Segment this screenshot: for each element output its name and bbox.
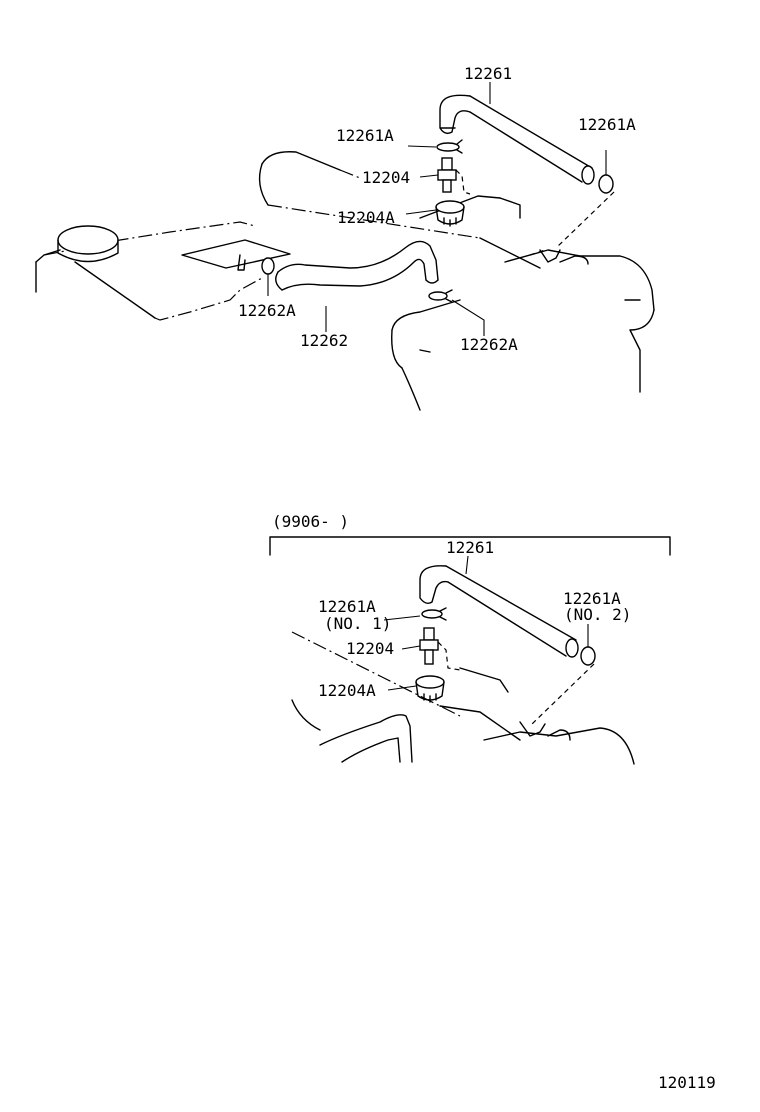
top-view: 12261 12261A 12261A 12204 12204A 12262A …: [35, 64, 655, 411]
label-12261A-top-right: 12261A: [578, 115, 636, 134]
lower-block: [391, 299, 461, 411]
engine-outline-bottom: [291, 631, 635, 765]
pcv-valve-12204-bottom: [401, 627, 461, 671]
grommet-12204A: [405, 200, 465, 227]
clamp-12261A-no2: [531, 624, 596, 725]
label-12261-bottom: 12261: [446, 538, 494, 557]
label-12204A-top: 12204A: [337, 208, 395, 227]
label-12262A-top-right: 12262A: [460, 335, 518, 354]
grommet-12204A-bottom: [387, 675, 445, 703]
engine-block-right: [504, 249, 655, 393]
figure-number: 120119: [658, 1073, 716, 1092]
label-12261A-no1: 12261A: [318, 597, 376, 616]
label-12262: 12262: [300, 331, 348, 350]
label-no2-note: (NO. 2): [564, 605, 631, 624]
hose-12261-bottom: [419, 555, 579, 658]
clamp-12261A-left: [407, 139, 463, 154]
label-12261A-top-left: 12261A: [336, 126, 394, 145]
label-12204-bottom: 12204: [346, 639, 394, 658]
clamp-12262A-right: [428, 289, 485, 336]
bottom-view: (9906- ): [269, 512, 671, 765]
label-no1-note: (NO. 1): [324, 614, 391, 633]
clamp-12262A-left: [261, 257, 275, 296]
label-12204A-bottom: 12204A: [318, 681, 376, 700]
label-12204-top: 12204: [362, 168, 410, 187]
pcv-valve-12204: [419, 157, 471, 195]
bracket: [269, 536, 671, 556]
date-range-label: (9906- ): [272, 512, 349, 531]
hose-12261-top: [439, 94, 595, 185]
hose-12262: [275, 240, 439, 291]
label-12262A-top-left: 12262A: [238, 301, 296, 320]
label-12261A-no2: 12261A: [563, 589, 621, 608]
clamp-12261A-right: [555, 150, 615, 249]
label-12261-top: 12261: [464, 64, 512, 83]
cylinder-head-cover-left: [35, 221, 291, 321]
clamp-12261A-no1: [383, 607, 447, 621]
